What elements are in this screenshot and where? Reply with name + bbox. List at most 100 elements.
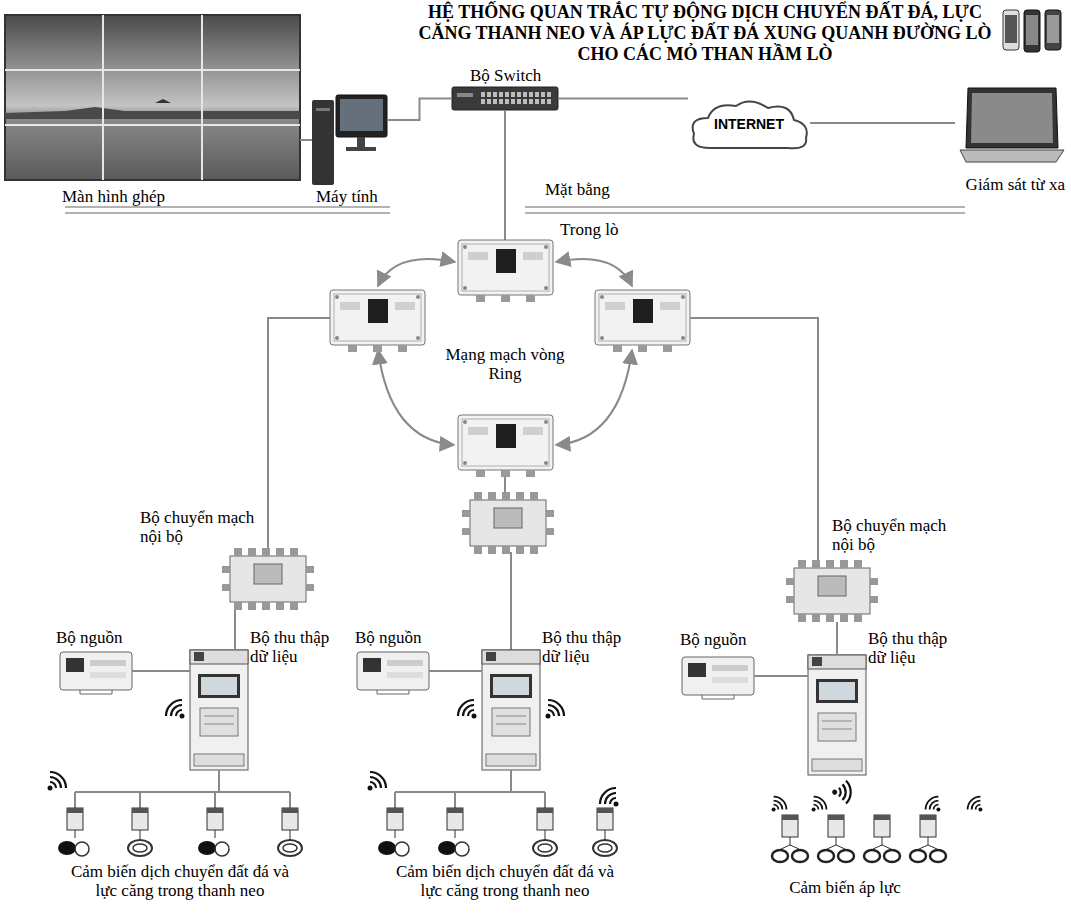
anchor-force-sensor bbox=[593, 808, 617, 856]
node-caption-holder: Bộ Switch bbox=[470, 66, 541, 85]
internal-switch-box bbox=[786, 560, 878, 622]
node-label: Bộ Switch bbox=[470, 66, 541, 85]
wireless-symbol bbox=[772, 797, 787, 812]
area-label: Mặt bằng bbox=[545, 180, 610, 199]
network-switch-body bbox=[452, 87, 558, 110]
power-supply-box bbox=[357, 652, 429, 694]
ring-to-switch-wire bbox=[690, 318, 818, 560]
computer-tower bbox=[312, 100, 334, 185]
laptop-screen bbox=[966, 88, 1058, 148]
pressure-sensor bbox=[818, 815, 854, 862]
displacement-sensor bbox=[198, 808, 229, 856]
displacement-sensor bbox=[58, 808, 89, 856]
data-collector-box bbox=[190, 650, 248, 770]
phone-icon bbox=[1003, 10, 1019, 50]
divider-line bbox=[525, 206, 965, 208]
video-wall-seam bbox=[201, 15, 203, 180]
divider-line bbox=[525, 212, 965, 214]
displacement-sensor bbox=[378, 808, 409, 856]
sensor-wires bbox=[75, 770, 545, 808]
sensor-group-label: Cảm biến áp lực bbox=[770, 878, 920, 897]
computer-base bbox=[346, 147, 376, 151]
network-switch-led bbox=[457, 93, 473, 97]
wireless-symbol bbox=[812, 797, 827, 812]
ring-node-enclosure bbox=[330, 290, 425, 352]
computer-stand bbox=[357, 137, 365, 147]
internal-switch-box bbox=[222, 548, 314, 610]
pressure-sensor bbox=[772, 815, 808, 862]
video-wall bbox=[5, 15, 300, 180]
network-switch-node: Bộ Switch bbox=[452, 87, 558, 110]
connector-wire bbox=[836, 622, 838, 655]
switch-to-ring-wire bbox=[504, 110, 506, 240]
wireless-symbol bbox=[600, 788, 619, 807]
video-wall-seam bbox=[102, 15, 104, 180]
sensor-group-label: Cảm biến dịch chuyển đất đá và lực căng … bbox=[64, 862, 296, 900]
network-label: Mạng mạch vòng Ring bbox=[440, 345, 570, 383]
ring-to-switch-wire bbox=[268, 318, 330, 548]
wireless-symbol bbox=[968, 797, 983, 812]
ring-node-enclosure bbox=[458, 415, 553, 477]
wireless-symbol bbox=[48, 772, 67, 791]
ring-arrow bbox=[556, 259, 632, 286]
computer-node: Máy tính bbox=[312, 95, 387, 185]
ring-arrow bbox=[378, 350, 454, 445]
node-caption-holder: Bộ nguồn bbox=[56, 628, 123, 647]
wireless-symbol bbox=[831, 779, 857, 805]
internal-switch-node: Bộ chuyển mạch nội bộ bbox=[786, 560, 878, 622]
video-wall-screen bbox=[5, 15, 300, 180]
computer-icon bbox=[312, 95, 387, 185]
power-supply-box bbox=[682, 657, 754, 699]
node-label: Bộ nguồn bbox=[680, 630, 747, 649]
pressure-sensor bbox=[910, 815, 946, 862]
connector-wire bbox=[387, 99, 452, 121]
data-collector-box bbox=[482, 650, 540, 770]
wireless-symbol bbox=[368, 772, 387, 791]
node-caption-holder: Bộ thu thập dữ liệu bbox=[868, 629, 958, 667]
node-caption-holder: Bộ nguồn bbox=[680, 630, 747, 649]
switch-to-collector-wire bbox=[510, 552, 512, 650]
data-collector-node: Bộ thu thập dữ liệu bbox=[482, 650, 540, 770]
network-switch-icon bbox=[452, 87, 558, 110]
laptop-display bbox=[971, 93, 1053, 143]
node-caption-holder: Bộ thu thập dữ liệu bbox=[542, 628, 632, 666]
divider-line bbox=[65, 206, 390, 208]
computer-drive bbox=[316, 108, 330, 111]
phone-icon bbox=[1045, 10, 1061, 50]
video-wall-node: Màn hình ghép bbox=[5, 15, 300, 180]
power-supply-node: Bộ nguồn bbox=[682, 657, 754, 695]
video-wall-seam bbox=[5, 69, 300, 71]
surface-divider bbox=[65, 207, 965, 213]
anchor-force-sensor bbox=[533, 808, 557, 856]
displacement-sensor bbox=[438, 808, 469, 856]
sensor-bus-wire bbox=[395, 770, 545, 808]
data-collector-box bbox=[808, 655, 866, 775]
phone-screen bbox=[1005, 15, 1017, 43]
data-collector-node: Bộ thu thập dữ liệu bbox=[190, 650, 248, 770]
wireless-symbol bbox=[458, 700, 477, 719]
connector-wire bbox=[300, 139, 312, 141]
laptop-base bbox=[960, 150, 1064, 162]
connector-wire bbox=[234, 610, 236, 650]
node-caption-holder: Bộ nguồn bbox=[355, 628, 422, 647]
remote-monitor-node: Giám sát từ xa bbox=[955, 8, 1065, 168]
node-label: Bộ chuyển mạch nội bộ bbox=[140, 508, 254, 546]
video-wall-boat bbox=[155, 99, 171, 103]
connector-wire bbox=[132, 670, 190, 672]
node-caption-holder: INTERNET bbox=[688, 104, 810, 144]
internet-node: INTERNET bbox=[688, 98, 810, 150]
node-label: INTERNET bbox=[714, 115, 784, 134]
internal-switch-node: Bộ chuyển mạch nội bộ bbox=[222, 548, 314, 610]
computer-monitor-screen bbox=[340, 99, 383, 131]
node-caption-holder: Giám sát từ xa bbox=[966, 175, 1065, 194]
network-wires bbox=[268, 110, 818, 650]
video-wall-shore bbox=[5, 107, 300, 119]
video-wall-seam bbox=[5, 124, 300, 126]
pressure-sensor bbox=[864, 815, 900, 862]
wireless-symbol bbox=[166, 700, 185, 719]
connector-wire bbox=[810, 122, 955, 124]
data-collector-node: Bộ thu thập dữ liệu bbox=[808, 655, 866, 775]
node-label: Bộ thu thập dữ liệu bbox=[868, 629, 947, 667]
